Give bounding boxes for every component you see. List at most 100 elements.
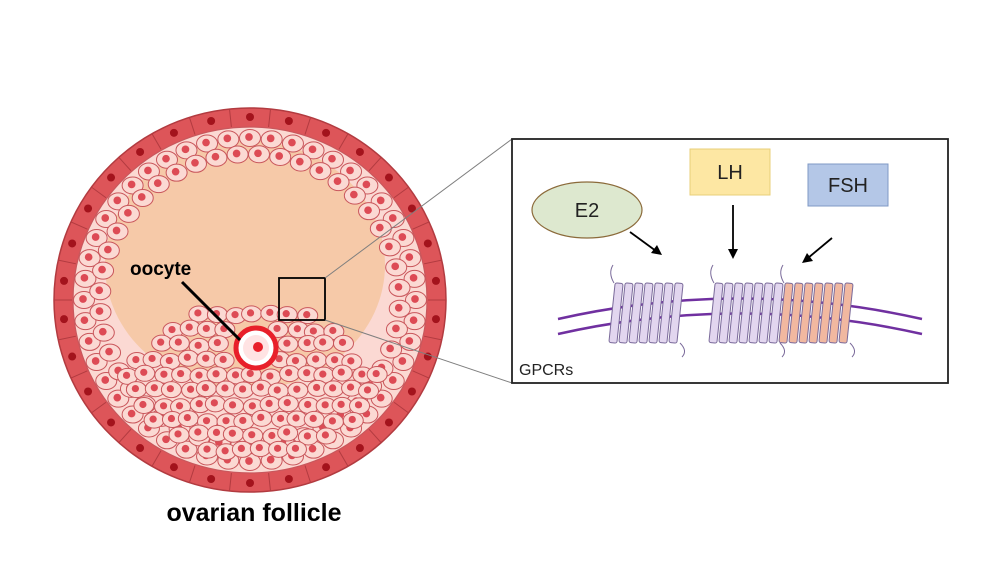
theca-cell-nucleus xyxy=(84,204,93,213)
theca-divider xyxy=(304,465,312,483)
theca-divider xyxy=(268,108,271,128)
granulosa-cell xyxy=(226,145,249,164)
transmembrane-helix xyxy=(728,282,744,344)
granulosa-cell xyxy=(214,321,236,339)
theca-cell-nucleus xyxy=(246,479,254,487)
granulosa-cell xyxy=(385,258,408,277)
transmembrane-helix xyxy=(648,282,664,344)
transmembrane-helix xyxy=(638,282,654,344)
theca-cell-nucleus xyxy=(423,239,432,248)
theca-divider xyxy=(412,370,430,379)
granulosa-cell xyxy=(117,367,139,385)
gpcrs-label: GPCRs xyxy=(519,362,573,379)
gpcr-receptor xyxy=(708,264,786,358)
theca-cell-nucleus xyxy=(284,475,293,484)
arrow-e2 xyxy=(629,231,657,252)
theca-cell-nucleus xyxy=(169,128,178,137)
granulosa-cell xyxy=(239,129,261,147)
arrow-lh-head xyxy=(728,249,738,259)
granulosa-cell xyxy=(297,307,319,325)
granulosa-cell xyxy=(297,335,319,353)
granulosa-cell xyxy=(249,440,271,458)
granulosa-cell xyxy=(343,186,366,205)
granulosa-cell xyxy=(327,173,350,192)
theca-divider xyxy=(368,428,382,444)
gpcr-receptors xyxy=(608,264,856,358)
granulosa-cell xyxy=(134,364,156,382)
granulosa-cell xyxy=(177,349,199,367)
granulosa-cell xyxy=(206,366,228,384)
granulosa-cell xyxy=(331,396,353,414)
granulosa-cell xyxy=(260,130,283,149)
gpcr-receptor xyxy=(608,264,686,358)
granulosa-cell xyxy=(74,269,97,288)
theca-divider xyxy=(424,335,442,341)
granulosa-cell xyxy=(250,379,272,397)
theca-divider xyxy=(70,370,88,379)
theca-cell-nucleus xyxy=(384,418,393,427)
granulosa-cell xyxy=(323,380,345,398)
theca-divider xyxy=(91,401,107,414)
theca-divider xyxy=(151,450,162,467)
transmembrane-helix xyxy=(798,282,814,344)
transmembrane-helix xyxy=(768,282,784,344)
oocyte-pointer-line xyxy=(180,280,242,342)
oocyte-nucleus xyxy=(253,342,263,352)
theca-cell-nucleus xyxy=(107,173,116,182)
granulosa-cell xyxy=(341,379,363,397)
granulosa-cell xyxy=(285,440,307,458)
granulosa-cell xyxy=(222,425,244,443)
granulosa-cell xyxy=(269,147,292,166)
granulosa-cell xyxy=(276,306,298,324)
ligand-e2: E2 xyxy=(531,181,643,239)
granulosa-cell xyxy=(204,395,226,413)
granulosa-cell xyxy=(216,413,238,431)
granulosa-cell xyxy=(177,410,199,428)
theca-cell-nucleus xyxy=(246,113,254,121)
granulosa-cell xyxy=(206,424,228,442)
granulosa-cell xyxy=(189,367,211,385)
granulosa-cell xyxy=(207,335,229,353)
granulosa-cell xyxy=(302,141,325,160)
transmembrane-helix xyxy=(778,282,794,344)
theca-cell-nucleus xyxy=(107,418,116,427)
granulosa-cell xyxy=(89,303,112,322)
theca-cell-nucleus xyxy=(136,147,145,156)
granulosa-cell xyxy=(171,366,193,384)
theca-divider xyxy=(188,117,196,135)
theca-divider xyxy=(304,117,312,135)
granulosa-cell xyxy=(160,381,182,399)
theca-divider xyxy=(412,221,430,230)
granulosa-cell xyxy=(223,397,245,415)
granulosa-cell xyxy=(156,150,178,169)
theca-divider xyxy=(70,221,88,230)
theca-cell-nucleus xyxy=(207,475,216,484)
granulosa-cell xyxy=(165,163,188,182)
theca-cells xyxy=(54,108,446,492)
granulosa-cell xyxy=(306,351,328,369)
granulosa-cell xyxy=(131,188,154,207)
binding-arrows xyxy=(629,205,833,263)
granulosa-cell xyxy=(268,440,290,458)
theca-divider xyxy=(91,186,107,199)
transmembrane-helix xyxy=(658,282,674,344)
granulosa-cell xyxy=(196,320,218,338)
granulosa-cell xyxy=(358,202,381,221)
theca-cell-nucleus xyxy=(407,204,416,213)
transmembrane-helix xyxy=(628,282,644,344)
granulosa-cell xyxy=(121,176,144,195)
granulosa-cell xyxy=(297,428,319,446)
theca-cell-nucleus xyxy=(84,387,93,396)
granulosa-cell xyxy=(73,291,95,309)
granulosa-cell xyxy=(399,332,422,351)
transmembrane-helix xyxy=(748,282,764,344)
transmembrane-helix xyxy=(738,282,754,344)
granulosa-cell xyxy=(267,382,289,400)
granulosa-cell xyxy=(388,278,411,297)
theca-divider xyxy=(393,186,409,199)
theca-cell-nucleus xyxy=(355,444,364,453)
theca-divider xyxy=(58,335,76,341)
granulosa-cell xyxy=(133,397,155,415)
transmembrane-helix xyxy=(838,282,854,344)
